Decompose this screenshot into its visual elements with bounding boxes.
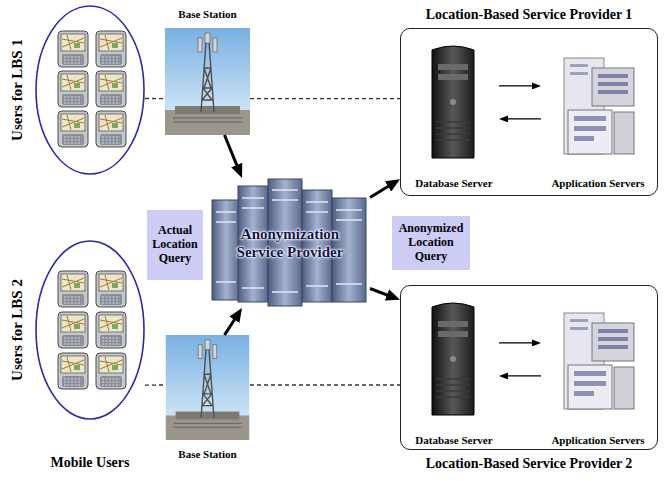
pda xyxy=(58,271,88,307)
node-label: Users for LBS 1 xyxy=(9,39,26,141)
query-arrow xyxy=(501,375,541,376)
base-station-picture xyxy=(166,335,249,440)
anonymizer-server: Anonymization Service Provider xyxy=(210,178,370,308)
database-server-picture xyxy=(432,303,474,415)
database-server: Database Server xyxy=(409,296,499,446)
query-box: Actual Location Query xyxy=(147,210,203,280)
provider-heading: Location-Based Service Provider 1 xyxy=(401,7,657,23)
query-arrow xyxy=(501,118,541,119)
server-cluster xyxy=(212,179,366,306)
query-arrow xyxy=(225,135,241,173)
user-group-ellipse: Users for LBS 1 xyxy=(35,5,145,175)
pda xyxy=(58,353,88,389)
application-servers-picture xyxy=(564,313,634,409)
node-label: Actual Location Query xyxy=(151,224,199,265)
ellipse-outline xyxy=(36,241,144,419)
query-box: Anonymized Location Query xyxy=(392,216,470,270)
radio-link xyxy=(250,384,400,385)
pda xyxy=(58,312,88,348)
database-server: Database Server xyxy=(409,39,499,189)
radio-link xyxy=(145,98,165,99)
ellipse-outline xyxy=(36,6,144,174)
query-arrow xyxy=(370,289,395,299)
query-arrow xyxy=(225,312,240,335)
pda xyxy=(58,31,88,67)
pda xyxy=(96,271,126,307)
node-label: Application Servers xyxy=(551,434,644,446)
query-arrow xyxy=(499,342,539,343)
node-label: Anonymization Service Provider xyxy=(222,225,358,261)
pda xyxy=(96,71,126,107)
application-servers-picture xyxy=(564,58,634,154)
pda xyxy=(96,312,126,348)
server-rack xyxy=(212,200,240,300)
ellipse-outline xyxy=(35,240,145,420)
node-label: Users for LBS 2 xyxy=(9,279,26,381)
query-arrow xyxy=(499,85,539,86)
node-label: Anonymized Location Query xyxy=(396,222,466,263)
node-label: Database Server xyxy=(415,177,492,189)
user-group-ellipse: Users for LBS 2 xyxy=(35,240,145,420)
rack-stripes xyxy=(216,190,362,292)
ellipse-outline xyxy=(35,5,145,175)
pda xyxy=(58,71,88,107)
pda xyxy=(96,31,126,67)
mobile-devices xyxy=(58,31,126,389)
application-servers: Application Servers xyxy=(541,296,655,446)
pda xyxy=(58,111,88,147)
database-server-picture xyxy=(432,46,474,158)
application-servers: Application Servers xyxy=(541,39,655,189)
provider-box: Location-Based Service Provider 1Databas… xyxy=(400,28,658,196)
node-label: Database Server xyxy=(415,434,492,446)
base-station: Base Station xyxy=(165,335,250,460)
server-rack xyxy=(268,179,302,306)
node-label: Application Servers xyxy=(551,177,644,189)
query-arrow xyxy=(370,182,396,198)
base-station-picture xyxy=(165,28,250,135)
provider-heading: Location-Based Service Provider 2 xyxy=(401,456,657,472)
radio-link xyxy=(250,98,400,99)
radio-link xyxy=(145,384,165,385)
provider-box: Location-Based Service Provider 2Databas… xyxy=(400,285,658,450)
pda xyxy=(96,111,126,147)
base-station: Base Station xyxy=(165,8,250,135)
pda xyxy=(96,353,126,389)
node-label: Base Station xyxy=(178,448,236,460)
caption-label: Mobile Users xyxy=(35,455,145,471)
node-label: Base Station xyxy=(178,8,236,20)
